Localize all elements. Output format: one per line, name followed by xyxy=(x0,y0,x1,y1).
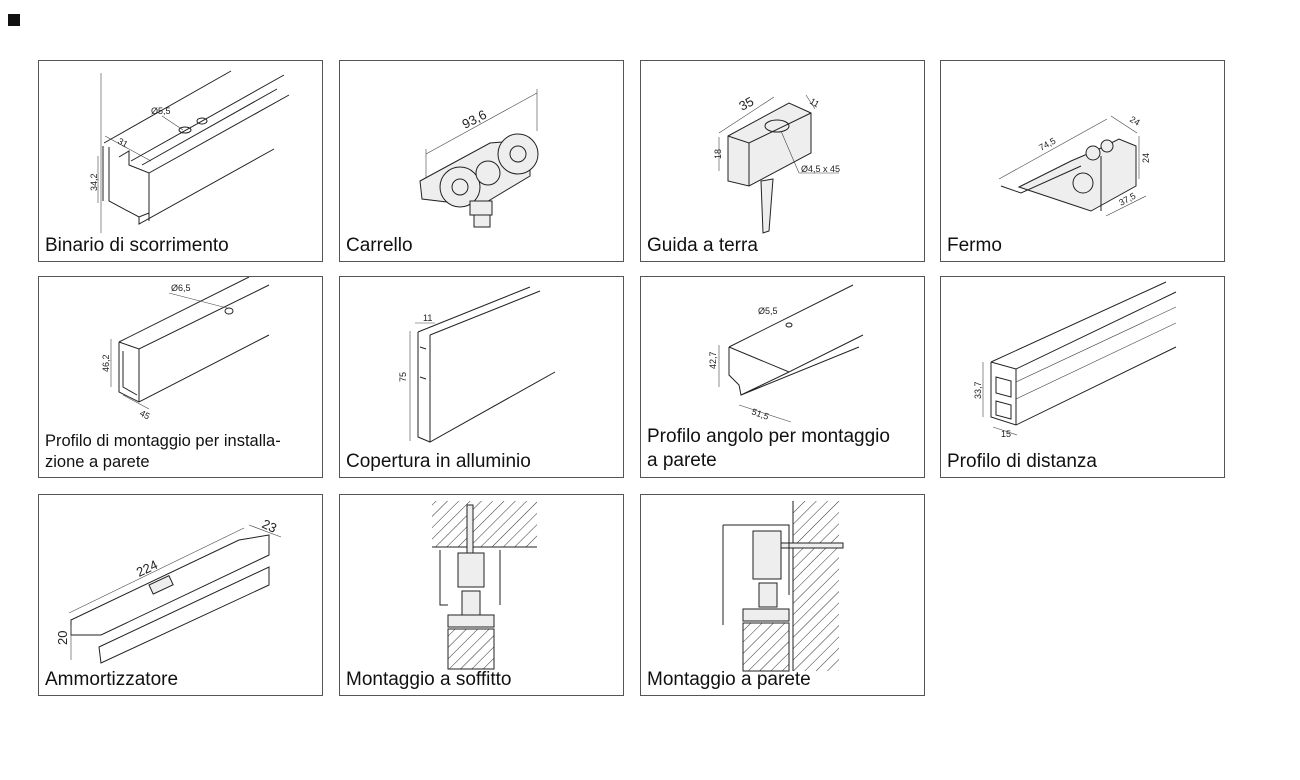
wall-mount-drawing xyxy=(722,501,844,672)
dim-thickness: 11 xyxy=(423,313,432,323)
caption: Montaggio a soffitto xyxy=(346,669,512,690)
dim-length: 74,5 xyxy=(1037,136,1057,153)
product-card-montaggio-soffitto: Montaggio a soffitto xyxy=(339,494,624,696)
dim-height: 75 xyxy=(398,372,408,382)
dim-width: 51,5 xyxy=(750,406,770,421)
dim-height: 46,2 xyxy=(101,354,111,372)
ceiling-mount-drawing xyxy=(432,501,537,670)
caption: Guida a terra xyxy=(647,235,758,256)
product-card-profilo-distanza: 33,7 15 Profilo di distanza xyxy=(940,276,1225,478)
dim-height: 42,7 xyxy=(708,351,718,369)
dim-width: 31 xyxy=(116,136,130,150)
product-card-profilo-montaggio: Ø6,5 46,2 45 Profilo di montaggio per in… xyxy=(38,276,323,478)
caption: Profilo di montaggio per installa-zione … xyxy=(45,432,281,471)
mounting-profile-drawing: Ø6,5 46,2 45 xyxy=(101,277,270,422)
dim-depth: 11 xyxy=(808,96,821,109)
dim-height: 18 xyxy=(713,149,723,159)
product-card-copertura: 11 75 Copertura in alluminio xyxy=(339,276,624,478)
dim-width: 23 xyxy=(260,516,279,536)
dim-length: 224 xyxy=(134,557,160,580)
product-card-carrello: 93,6 Carrello xyxy=(339,60,624,262)
dim-hole: Ø5,5 xyxy=(151,106,171,116)
rail-drawing: Ø5,5 31 34,2 xyxy=(89,70,290,233)
dim-width: 15 xyxy=(1001,429,1011,439)
spacer-profile-drawing: 33,7 15 xyxy=(973,281,1177,439)
product-card-profilo-angolo: Ø5,5 42,7 51,5 Profilo angolo per montag… xyxy=(640,276,925,478)
caption: Ammortizzatore xyxy=(45,669,179,690)
caption: Profilo di distanza xyxy=(947,451,1097,472)
section-bullet xyxy=(8,14,20,26)
dim-hole: Ø5,5 xyxy=(758,306,778,316)
cover-drawing: 11 75 xyxy=(398,286,556,443)
product-card-binario: Ø5,5 31 34,2 Binario di scorrimento xyxy=(38,60,323,262)
stopper-drawing: 74,5 24 24 37,5 xyxy=(998,114,1151,217)
dim-height: 20 xyxy=(55,631,70,645)
dim-height: 33,7 xyxy=(973,381,983,399)
product-card-montaggio-parete: Montaggio a parete xyxy=(640,494,925,696)
corner-profile-drawing: Ø5,5 42,7 51,5 xyxy=(708,284,864,423)
trolley-drawing: 93,6 xyxy=(419,89,539,228)
dim-hole: Ø6,5 xyxy=(171,283,191,293)
damper-drawing: 224 23 20 xyxy=(55,516,282,664)
dim-depth: 24 xyxy=(1128,114,1142,128)
caption: Fermo xyxy=(947,235,1002,256)
caption: Montaggio a parete xyxy=(647,669,811,690)
dim-width: 45 xyxy=(138,408,152,422)
dim-height: 24 xyxy=(1141,153,1151,163)
dim-length: 93,6 xyxy=(460,107,489,132)
dim-length: 35 xyxy=(736,94,756,114)
dim-height: 34,2 xyxy=(89,173,99,191)
caption: Copertura in alluminio xyxy=(346,451,531,472)
product-card-ammortizzatore: 224 23 20 Ammortizzatore xyxy=(38,494,323,696)
floor-guide-drawing: 35 11 18 Ø4,5 x 45 xyxy=(713,94,840,234)
product-card-guida: 35 11 18 Ø4,5 x 45 Guida a terra xyxy=(640,60,925,262)
product-card-fermo: 74,5 24 24 37,5 Fermo xyxy=(940,60,1225,262)
dim-screw: Ø4,5 x 45 xyxy=(801,164,840,174)
caption: Binario di scorrimento xyxy=(45,235,229,256)
caption: Carrello xyxy=(346,235,413,256)
